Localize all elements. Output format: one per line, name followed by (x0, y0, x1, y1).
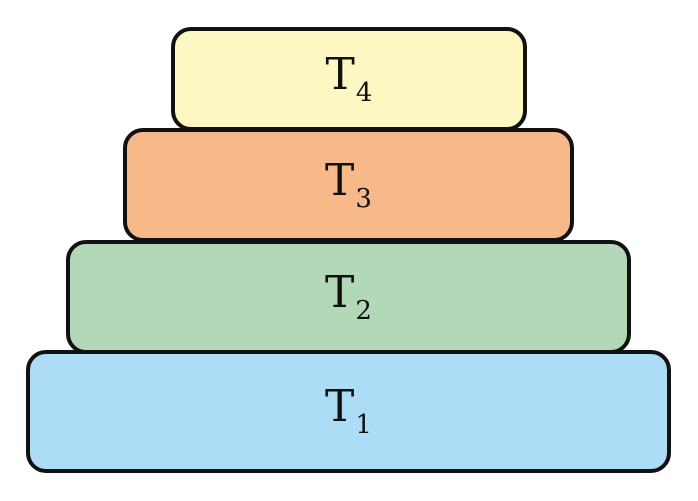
layer-t1-letter: T (325, 381, 355, 432)
layer-t3: T3 (123, 128, 574, 242)
layer-t4-subscript: 4 (355, 77, 373, 108)
layer-t2: T2 (66, 240, 631, 354)
layer-t3-subscript: 3 (355, 183, 372, 214)
layer-t1: T1 (26, 350, 671, 473)
layer-t1-subscript: 1 (355, 410, 372, 440)
layer-t2-subscript: 2 (355, 295, 372, 326)
layer-t1-label: T1 (325, 385, 372, 440)
layer-t4: T4 (171, 27, 527, 131)
layer-t3-label: T3 (325, 158, 372, 214)
layer-t2-letter: T (325, 266, 355, 318)
layer-t4-letter: T (325, 48, 355, 100)
layer-t4-label: T4 (326, 52, 373, 108)
layer-t3-letter: T (325, 154, 355, 206)
layer-t2-label: T2 (325, 270, 372, 326)
